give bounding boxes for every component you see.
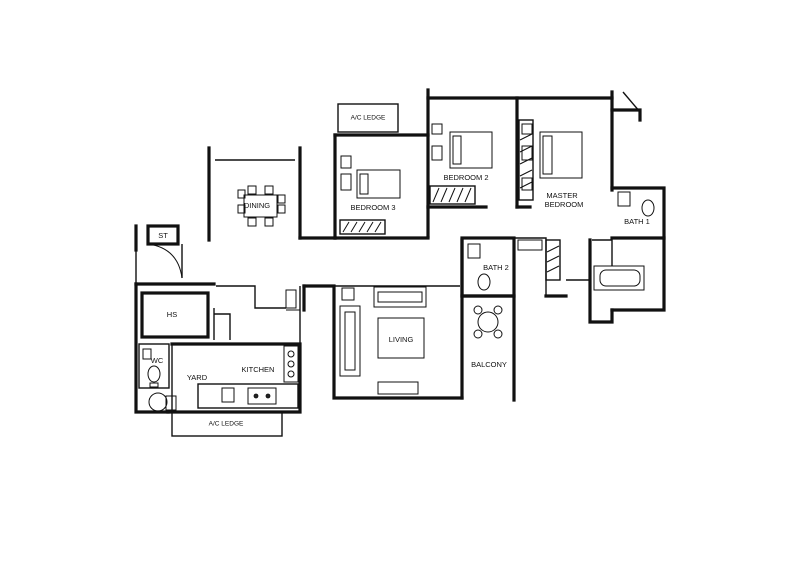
label-st: ST bbox=[158, 231, 168, 240]
label-hs: HS bbox=[167, 310, 177, 319]
label-ac-ledge-top: A/C LEDGE bbox=[351, 115, 386, 122]
label-kitchen: KITCHEN bbox=[242, 365, 275, 374]
dining-area bbox=[207, 146, 302, 242]
label-living: LIVING bbox=[389, 335, 414, 344]
label-bedroom-2: BEDROOM 2 bbox=[443, 173, 488, 182]
label-dining: DINING bbox=[244, 201, 270, 210]
label-master-bedroom-line1: MASTER bbox=[546, 191, 578, 200]
beds bbox=[340, 123, 583, 199]
bath-2 bbox=[460, 236, 547, 298]
ac-ledge-bottom bbox=[171, 411, 283, 437]
label-master-bedroom-line2: BEDROOM bbox=[545, 200, 584, 209]
label-bath-2: BATH 2 bbox=[483, 263, 509, 272]
label-bedroom-3: BEDROOM 3 bbox=[350, 203, 395, 212]
bedroom-wing-walls bbox=[298, 88, 642, 240]
store-room bbox=[134, 224, 183, 284]
wardrobes bbox=[339, 119, 561, 281]
bath-1 bbox=[544, 186, 666, 324]
service-block bbox=[134, 282, 302, 414]
label-balcony: BALCONY bbox=[471, 360, 507, 369]
label-wc: WC bbox=[151, 356, 164, 365]
ac-ledge-top bbox=[337, 103, 399, 133]
label-bath-1: BATH 1 bbox=[624, 217, 650, 226]
label-ac-ledge-bottom: A/C LEDGE bbox=[209, 421, 244, 428]
label-yard: YARD bbox=[187, 373, 208, 382]
living-room bbox=[302, 284, 464, 400]
